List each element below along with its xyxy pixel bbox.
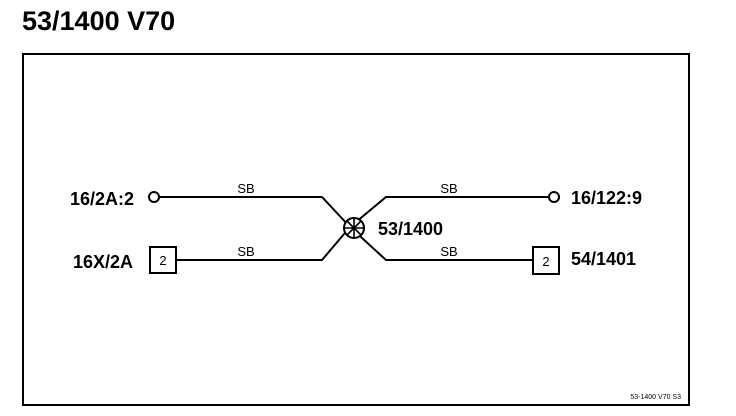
- wire-right-top[interactable]: [349, 196, 549, 228]
- splice-junction-icon[interactable]: [343, 217, 365, 239]
- wire-label-left-bottom: SB: [237, 244, 254, 259]
- diagram-frame: [22, 53, 690, 406]
- wire-right-bottom[interactable]: [349, 226, 533, 261]
- connector-pin-right-bottom: 2: [542, 254, 549, 269]
- open-terminal-icon[interactable]: [548, 191, 560, 203]
- connector-label-right-bottom: 54/1401: [571, 249, 636, 269]
- connector-label-right-top: 16/122:9: [571, 188, 642, 208]
- splice-label: 53/1400: [378, 219, 443, 239]
- wire-label-left-top: SB: [237, 181, 254, 196]
- connector-label-left-top: 16/2A:2: [70, 189, 134, 209]
- connector-pin-box-icon[interactable]: [532, 246, 560, 275]
- wire-left-bottom[interactable]: [177, 226, 351, 261]
- connector-label-left-bottom: 16X/2A: [73, 252, 133, 272]
- diagram-reference: 53-1400 V70 S3: [630, 394, 681, 401]
- connector-pin-left-bottom: 2: [159, 253, 166, 268]
- wire-label-right-top: SB: [440, 181, 457, 196]
- open-terminal-icon[interactable]: [148, 191, 160, 203]
- page-title: 53/1400 V70: [22, 6, 176, 36]
- wire-label-right-bottom: SB: [440, 244, 457, 259]
- connector-pin-box-icon[interactable]: [149, 246, 177, 274]
- wire-left-top[interactable]: [160, 196, 351, 228]
